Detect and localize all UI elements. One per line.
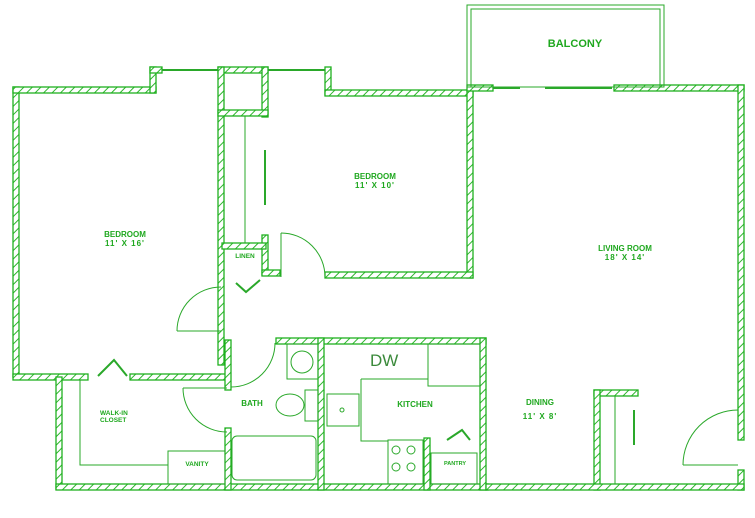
- room-label-bedroom-1: BEDROOM 11' X 16': [104, 230, 146, 249]
- dishwasher-label: DW: [370, 351, 399, 370]
- room-label-walk-in-closet: WALK-IN CLOSET: [100, 410, 128, 425]
- room-label-pantry: PANTRY: [444, 461, 466, 467]
- room-label-bedroom-2: BEDROOM 11' X 10': [354, 172, 396, 191]
- room-label-kitchen: KITCHEN: [397, 400, 433, 409]
- room-label-living-room: LIVING ROOM 18' X 14': [598, 244, 652, 263]
- room-label-balcony: BALCONY: [547, 38, 603, 50]
- room-label-dining: DINING 11' X 8': [522, 398, 558, 422]
- room-label-linen: LINEN: [235, 253, 255, 260]
- walls: [12, 66, 745, 491]
- room-label-vanity: VANITY: [185, 461, 209, 468]
- room-label-bath: BATH: [241, 399, 263, 408]
- fixtures: [79, 4, 739, 485]
